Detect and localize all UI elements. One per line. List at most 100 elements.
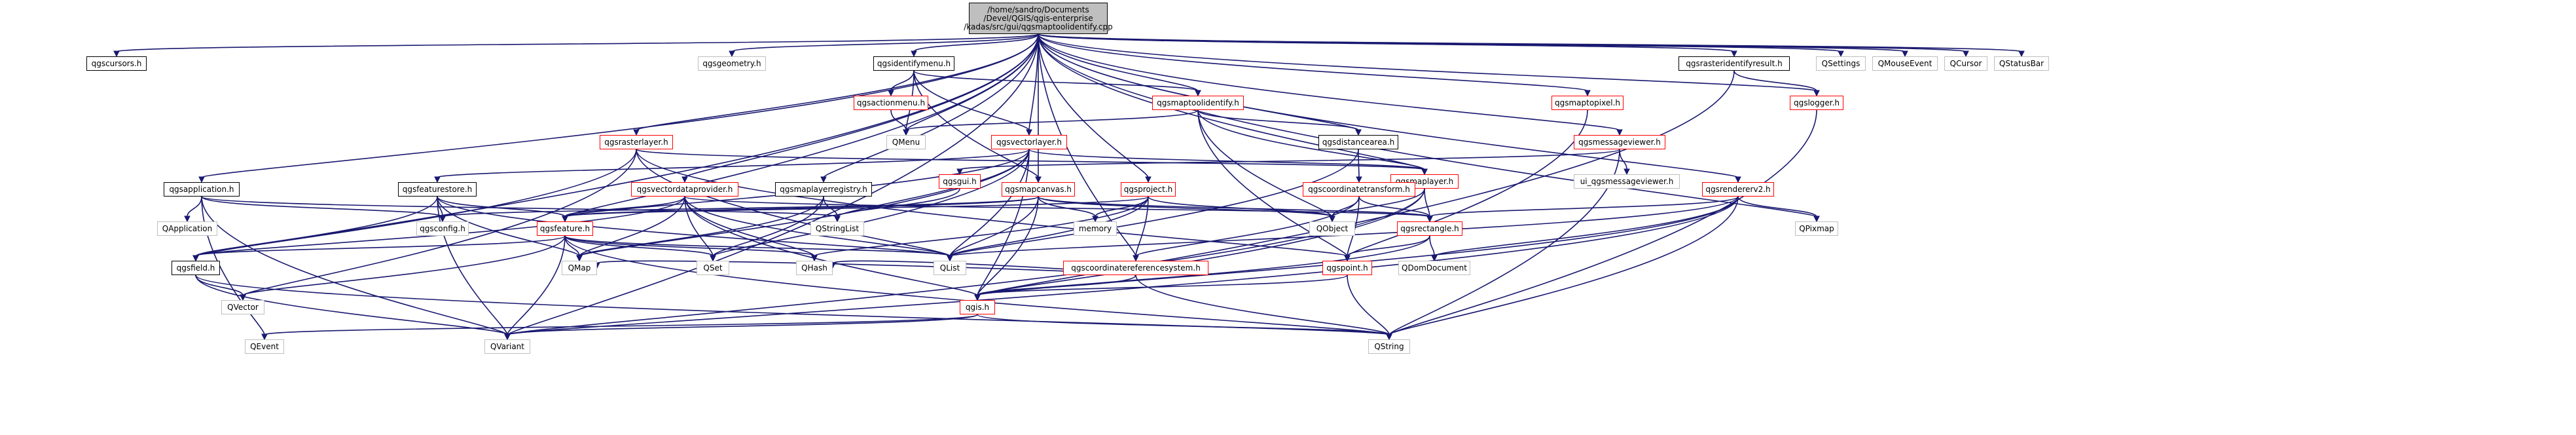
edge-arrowhead — [1421, 168, 1428, 176]
edge-qgsdistancearea-to-qgscoordinatetransform — [1358, 149, 1360, 178]
node-qgsidentifymenu[interactable]: qgsidentifymenu.h — [873, 56, 954, 71]
edge-root-to-qgsrasterlayer — [636, 33, 1039, 131]
node-qvariant[interactable]: QVariant — [484, 339, 530, 354]
node-qstringlist[interactable]: QStringList — [810, 221, 864, 236]
edge-qgis-to-qvariant — [507, 314, 978, 335]
edge-qgsfeaturestore-to-qgsfield — [195, 196, 438, 257]
edge-qgscoordinatetransform-to-qgscoordinatereferencesystem — [1135, 196, 1360, 257]
edge-root-to-qpixmap — [1038, 33, 1817, 218]
node-qgsmapcanvas[interactable]: qgsmapcanvas.h — [1002, 182, 1075, 197]
node-qhash[interactable]: QHash — [796, 261, 833, 275]
node-qevent[interactable]: QEvent — [245, 339, 284, 354]
node-qgscoordinatetransform[interactable]: qgscoordinatetransform.h — [1303, 182, 1415, 197]
node-qvector[interactable]: QVector — [221, 300, 264, 314]
edge-root-to-qgsrendererv2 — [1038, 33, 1739, 178]
edge-qgsfeature-to-qvector — [242, 235, 566, 296]
node-qgsmaptopixel[interactable]: qgsmaptopixel.h — [1551, 96, 1624, 110]
edge-root-to-qgsproject — [1038, 33, 1149, 178]
node-qgsapplication[interactable]: qgsapplication.h — [164, 182, 240, 197]
edge-qgsrectangle-to-qdomdocument — [1429, 235, 1435, 257]
node-qobject[interactable]: QObject — [1309, 221, 1355, 236]
edge-arrowhead — [1616, 129, 1623, 136]
edge-arrowhead — [1813, 216, 1820, 223]
node-qgsactionmenu[interactable]: qgsactionmenu.h — [854, 96, 928, 110]
edge-qgsvectorlayer-to-qmap — [579, 149, 1030, 257]
edge-qgslogger-to-qstring — [1388, 109, 1817, 335]
node-qstring[interactable]: QString — [1368, 339, 1410, 354]
node-qgsconfig[interactable]: qgsconfig.h — [416, 221, 469, 236]
node-root-file[interactable]: /home/sandro/Documents /Devel/QGIS/qgis-… — [964, 3, 1113, 34]
node-qmap[interactable]: QMap — [562, 261, 597, 275]
node-qgspoint[interactable]: qgspoint.h — [1322, 261, 1372, 275]
edge-qgsmaptoolidentify-to-qgspoint — [1197, 109, 1348, 257]
edge-qgsproject-to-qgsfeature — [564, 196, 1149, 218]
node-qmouseevent[interactable]: QMouseEvent — [1872, 56, 1938, 71]
edge-qgsvectorlayer-to-qgis — [977, 149, 1030, 296]
node-qgsmaplayerregistry[interactable]: qgsmaplayerregistry.h — [775, 182, 872, 197]
edge-root-to-qgscoordinatereferencesystem — [1038, 33, 1136, 257]
edge-qgsproject-to-qobject — [1148, 196, 1333, 218]
edge-arrowhead — [1035, 176, 1042, 183]
edge-root-to-qgsidentifymenu — [913, 33, 1039, 52]
edge-arrowhead — [192, 255, 199, 262]
edge-qgsmapcanvas-to-memory — [1038, 196, 1096, 218]
node-qgsmaptoolidentify[interactable]: qgsmaptoolidentify.h — [1152, 96, 1244, 110]
edge-root-to-qgscursors — [116, 33, 1039, 52]
node-qgsfeaturestore[interactable]: qgsfeaturestore.h — [398, 182, 477, 197]
edge-qgsvectorlayer-to-qgsfeaturestore — [437, 149, 1030, 178]
edge-qgsvectorlayer-to-qgsmaplayer — [1028, 149, 1425, 170]
edge-qgsfeature-to-qlist — [564, 235, 951, 257]
node-qgsgui[interactable]: qgsgui.h — [939, 174, 981, 189]
node-qsettings[interactable]: QSettings — [1816, 56, 1866, 71]
node-qcursor[interactable]: QCursor — [1944, 56, 1987, 71]
node-qlist[interactable]: QList — [934, 261, 966, 275]
edge-arrowhead — [1145, 176, 1152, 183]
edge-qgsmapcanvas-to-qlist — [949, 196, 1039, 257]
node-qgsgeometry[interactable]: qgsgeometry.h — [698, 56, 766, 71]
edge-arrowhead — [1026, 129, 1032, 136]
node-qgscursors[interactable]: qgscursors.h — [86, 56, 147, 71]
node-qgsrectangle[interactable]: qgsrectangle.h — [1397, 221, 1462, 236]
node-qgsrasteridentifyresult[interactable]: qgsrasteridentifyresult.h — [1678, 56, 1790, 71]
edge-arrowhead — [888, 90, 894, 97]
edge-qgscoordinatereferencesystem-to-qgis — [977, 274, 1136, 296]
edge-root-to-qgsmaptopixel — [1038, 33, 1588, 92]
node-qapplication[interactable]: QApplication — [157, 221, 217, 236]
edge-arrowhead — [1426, 216, 1433, 223]
node-qgsvectordataprovider[interactable]: qgsvectordataprovider.h — [631, 182, 738, 197]
node-ui-qgsmessageviewer[interactable]: ui_qgsmessageviewer.h — [1574, 174, 1680, 189]
node-qpixmap[interactable]: QPixmap — [1795, 221, 1838, 236]
node-qset[interactable]: QSet — [697, 261, 729, 275]
node-qgslogger[interactable]: qgslogger.h — [1790, 96, 1843, 110]
node-qgsfeature[interactable]: qgsfeature.h — [537, 221, 593, 236]
edge-arrowhead — [562, 216, 568, 223]
edge-arrowhead — [1731, 50, 1737, 58]
node-qdomdocument[interactable]: QDomDocument — [1398, 261, 1470, 275]
node-qgsmessageviewer[interactable]: qgsmessageviewer.h — [1574, 135, 1665, 149]
edge-qgsapplication-to-qgsconfig — [201, 196, 443, 218]
node-qstatusbar[interactable]: QStatusBar — [1994, 56, 2049, 71]
node-qmenu[interactable]: QMenu — [886, 135, 926, 149]
node-qgsproject[interactable]: qgsproject.h — [1121, 182, 1176, 197]
node-memory[interactable]: memory — [1074, 221, 1117, 236]
node-qgsrasterlayer[interactable]: qgsrasterlayer.h — [600, 135, 673, 149]
edge-arrowhead — [1902, 50, 1908, 58]
edge-arrowhead — [434, 176, 441, 183]
edge-qgsapplication-to-qapplication — [187, 196, 202, 218]
node-qgsvectorlayer[interactable]: qgsvectorlayer.h — [991, 135, 1067, 149]
edge-qgsrasterlayer-to-qgsfield — [195, 149, 637, 257]
edge-qgspoint-to-qstring — [1347, 274, 1390, 335]
node-qgsrendererv2[interactable]: qgsrendererv2.h — [1702, 182, 1774, 197]
edge-qgsfeature-to-qgsfield — [195, 235, 566, 257]
edge-qgscoordinatetransform-to-qgsrectangle — [1358, 196, 1430, 218]
node-qgis[interactable]: qgis.h — [960, 300, 995, 314]
edge-qgsrasteridentifyresult-to-qgis — [977, 70, 1735, 296]
node-qgsfield[interactable]: qgsfield.h — [172, 261, 220, 275]
edge-qgsmapcanvas-to-qobject — [1038, 196, 1333, 218]
node-qgscoordinatereferencesystem[interactable]: qgscoordinatereferencesystem.h — [1063, 261, 1208, 275]
node-qgsdistancearea[interactable]: qgsdistancearea.h — [1318, 135, 1398, 149]
edge-qgsrendererv2-to-qgsrectangle — [1429, 196, 1739, 218]
edge-arrowhead — [1133, 255, 1139, 262]
edge-qgis-to-qevent — [264, 314, 978, 335]
